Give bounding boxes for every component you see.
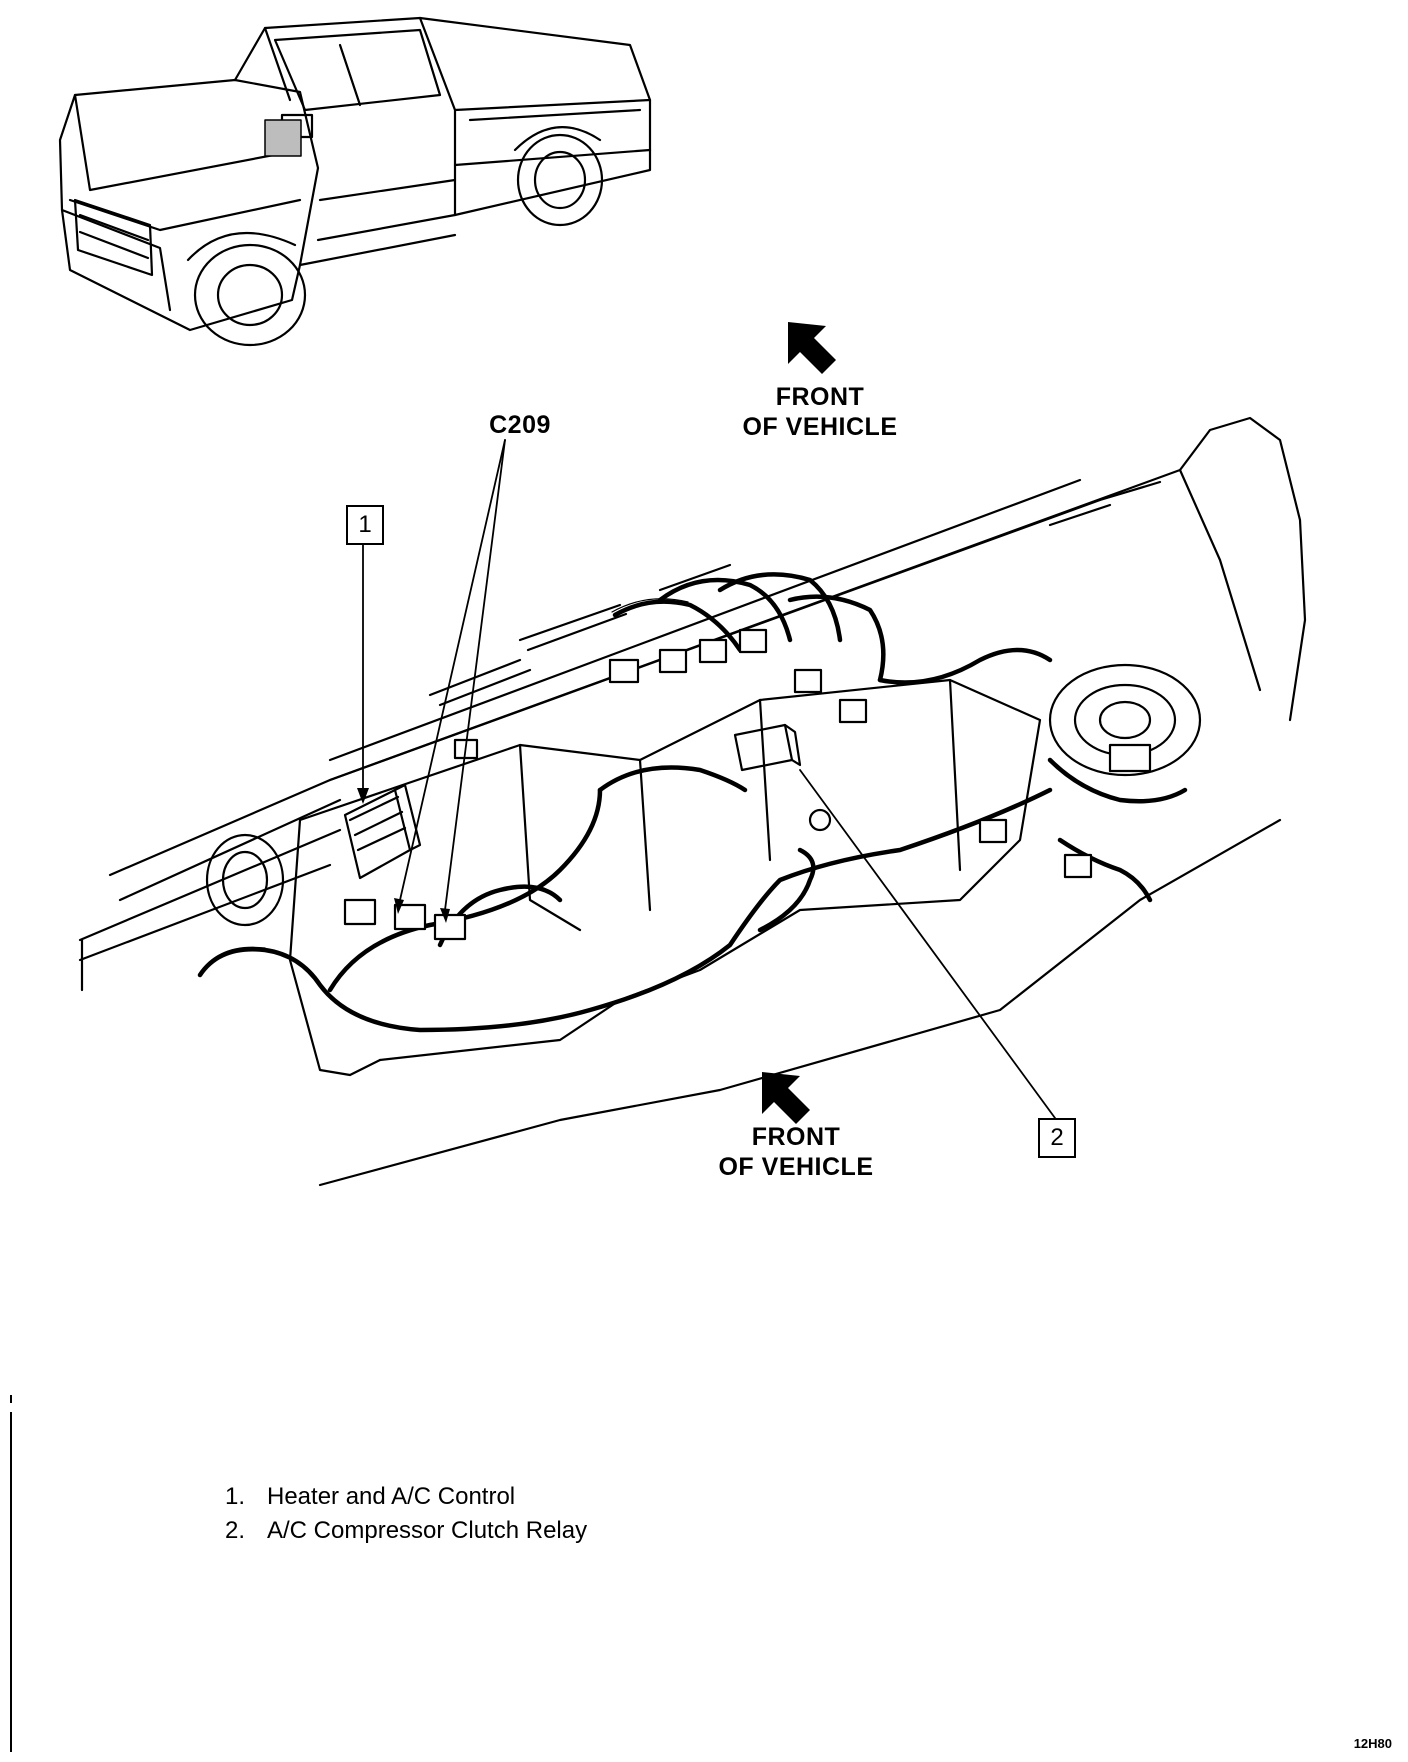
harness-connectors bbox=[343, 628, 1152, 941]
figure-code: 12H80 bbox=[1353, 1736, 1392, 1751]
front-label-line1: FRONT bbox=[751, 1123, 841, 1151]
legend-text: Heater and A/C Control bbox=[267, 1483, 516, 1510]
front-arrow-icon bbox=[762, 322, 836, 1124]
front-label-line1: FRONT bbox=[775, 383, 865, 411]
front-label-line2: OF VEHICLE bbox=[742, 413, 898, 441]
wiring-harness-icon bbox=[197, 572, 1188, 1033]
leader-lines bbox=[362, 439, 1056, 1119]
front-label-line2: OF VEHICLE bbox=[718, 1153, 874, 1181]
legend-item: 2. A/C Compressor Clutch Relay bbox=[225, 1514, 587, 1548]
margin-mark bbox=[10, 1395, 12, 1403]
legend-number: 2. bbox=[225, 1517, 246, 1544]
callout-box-1: 1 bbox=[346, 505, 384, 545]
margin-mark bbox=[10, 1412, 12, 1752]
callout-box-2: 2 bbox=[1038, 1118, 1076, 1158]
legend-text: A/C Compressor Clutch Relay bbox=[267, 1517, 588, 1544]
legend: 1. Heater and A/C Control 2. A/C Compresso… bbox=[225, 1480, 587, 1548]
heater-ac-control-icon bbox=[343, 783, 422, 880]
legend-item: 1. Heater and A/C Control bbox=[225, 1480, 587, 1514]
front-of-vehicle-label-top: FRONT OF VEHICLE bbox=[720, 382, 920, 442]
connector-label-c209: C209 bbox=[489, 411, 551, 439]
instrument-panel bbox=[78, 416, 1307, 1187]
front-of-vehicle-label-bottom: FRONT OF VEHICLE bbox=[696, 1122, 896, 1182]
legend-number: 1. bbox=[225, 1483, 246, 1510]
relay-icon bbox=[733, 723, 802, 772]
pickup-truck-icon bbox=[58, 16, 652, 347]
